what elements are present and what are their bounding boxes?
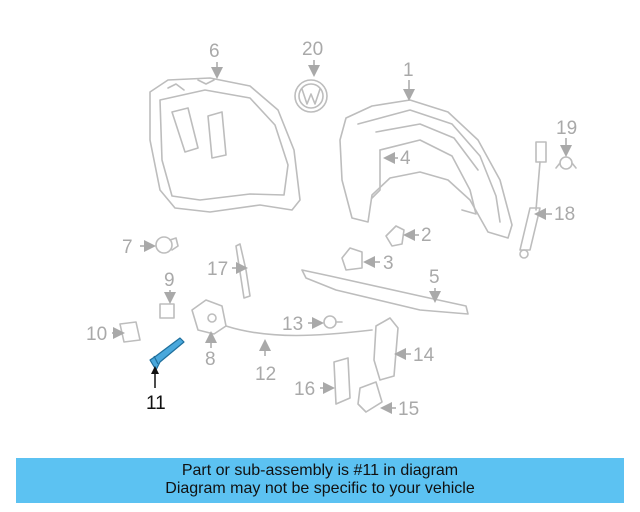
label-16: 16 [294,379,315,400]
parts-diagram: 6 20 1 4 19 18 2 3 [86,39,577,420]
label-6: 6 [209,41,220,62]
label-11: 11 [146,393,166,414]
label-13: 13 [282,314,303,335]
label-17: 17 [207,259,228,280]
part-11-highlighted-pin[interactable] [149,337,185,371]
part-10-bracket[interactable] [119,321,141,343]
part-1-hood[interactable] [339,99,513,239]
label-12: 12 [255,364,276,385]
banner-line-2: Diagram may not be specific to your vehi… [165,480,475,497]
label-14: 14 [413,345,435,366]
label-20: 20 [302,39,323,60]
label-1: 1 [403,60,414,81]
part-13-clip[interactable] [323,315,343,329]
label-9: 9 [164,270,175,291]
label-15: 15 [398,399,419,420]
info-banner: Part or sub-assembly is #11 in diagram D… [16,458,624,503]
part-20-emblem[interactable] [294,79,328,113]
part-12-release-cable[interactable] [225,325,373,337]
label-10: 10 [86,324,107,345]
label-3: 3 [383,253,394,274]
banner-line-1: Part or sub-assembly is #11 in diagram [181,462,459,479]
label-8: 8 [205,349,216,370]
part-15-latch-housing[interactable] [357,381,383,413]
label-2: 2 [421,225,432,246]
part-17-release-lever[interactable] [235,243,251,299]
part-14-lock[interactable] [373,317,399,381]
label-19: 19 [556,118,577,139]
leader-11-arrowhead [151,366,159,374]
part-18-gas-strut[interactable] [519,141,547,259]
part-7-grommet[interactable] [155,236,179,254]
label-18: 18 [554,204,575,225]
label-7: 7 [122,237,133,258]
part-6-inner-hood-panel[interactable] [149,77,301,213]
label-5: 5 [429,267,440,288]
label-4: 4 [400,148,411,169]
part-16-bracket[interactable] [333,357,351,405]
part-8-latch[interactable] [191,299,227,335]
part-9-cover[interactable] [159,303,175,319]
part-5-seal-strip[interactable] [301,269,469,315]
part-19-ball-stud[interactable] [555,156,577,170]
part-3-buffer[interactable] [341,247,363,271]
part-2-bumper[interactable] [385,225,405,247]
